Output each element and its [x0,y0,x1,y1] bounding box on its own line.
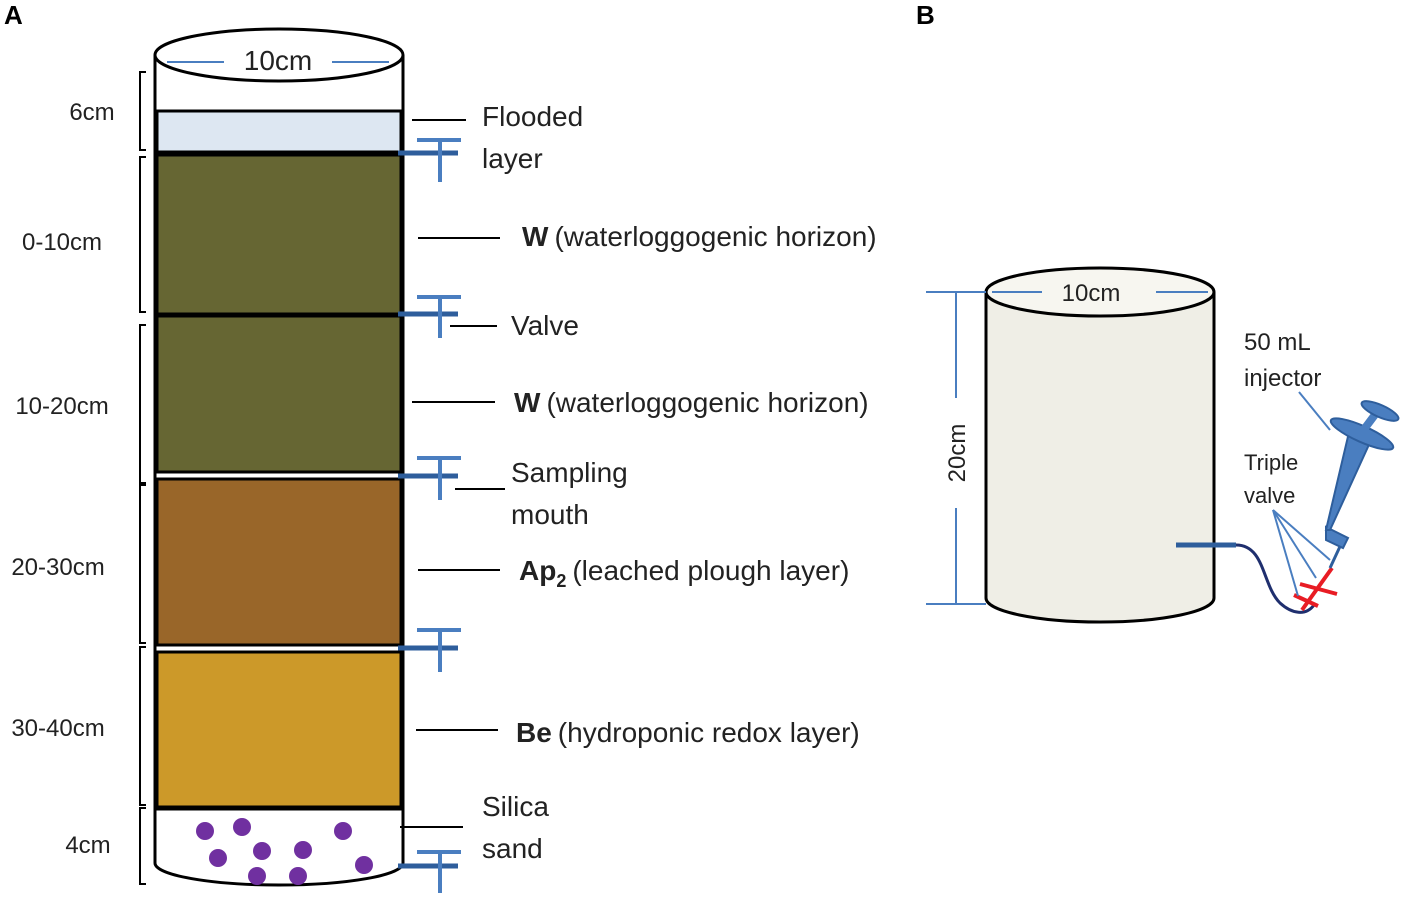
w-horizon-layer-2 [155,314,403,474]
silica-sand-label: sand [482,833,543,864]
sand-dot [355,856,373,874]
depth-label: 20-30cm [11,554,104,581]
horizon-label-be: Be(hydroponic redox layer) [516,717,860,748]
sand-dot [209,849,227,867]
soil-column: 10cm [153,27,405,887]
flooded-layer-label: Flooded [482,101,583,132]
triple-valve-label: valve [1244,483,1295,508]
depth-brackets [139,71,146,885]
injector-label: injector [1244,365,1321,392]
depth-label: 30-40cm [11,715,104,742]
incubation-cylinder: 10cm [984,266,1216,624]
flooded-layer-label: layer [482,143,543,174]
depth-label: 10-20cm [15,393,108,420]
cylinder-width-label: 10cm [1062,280,1121,307]
horizon-label-w-2: W(waterloggogenic horizon) [514,387,869,418]
column-width-label: 10cm [244,45,312,76]
height-dimension [926,291,986,605]
silica-sand-label: Silica [482,791,549,822]
bracket-4cm [139,807,146,885]
sampling-mouth-label: Sampling [511,457,628,488]
sand-dot [289,867,307,885]
horizon-label-ap2: Ap2(leached plough layer) [519,555,849,591]
bracket-0-10cm [139,156,146,313]
cylinder-height-label: 20cm [944,424,971,483]
valve-icon [398,850,461,893]
valve-icon [398,138,461,182]
sampling-tube [1235,543,1316,614]
sampling-mouth-label: mouth [511,499,589,530]
depth-label: 6cm [69,99,114,126]
valve-icon [398,295,461,338]
depth-label: 4cm [65,832,110,859]
valves [398,138,461,893]
valve-icon [398,628,461,672]
depth-label: 0-10cm [22,229,102,256]
leader-lines [400,119,505,828]
ap2-layer [155,477,403,647]
triple-valve-label: Triple [1244,450,1298,475]
panel-b-leaders [1272,391,1331,597]
triple-valve-icon [1293,566,1338,612]
valve-label: Valve [511,310,579,341]
horizon-label-w-1: W(waterloggogenic horizon) [522,221,877,252]
syringe-icon [1324,400,1400,569]
valve-icon [398,456,461,500]
injector-label: 50 mL [1244,329,1311,356]
panel-label-b: B [916,0,935,30]
panel-label-a: A [4,0,23,30]
bracket-6cm [139,71,146,151]
be-layer [155,650,403,809]
silica-sand-dots [196,818,373,885]
w-horizon-layer-1 [155,153,403,316]
sand-dot [334,822,352,840]
bracket-30-40cm [139,646,146,806]
flooded-layer [155,109,403,154]
bracket-20-30cm [139,484,146,644]
sand-dot [294,841,312,859]
sand-dot [233,818,251,836]
sand-dot [253,842,271,860]
sand-dot [248,867,266,885]
sand-dot [196,822,214,840]
bracket-10-20cm [139,324,146,484]
column-top [153,27,405,83]
cylinder-body [984,292,1216,624]
